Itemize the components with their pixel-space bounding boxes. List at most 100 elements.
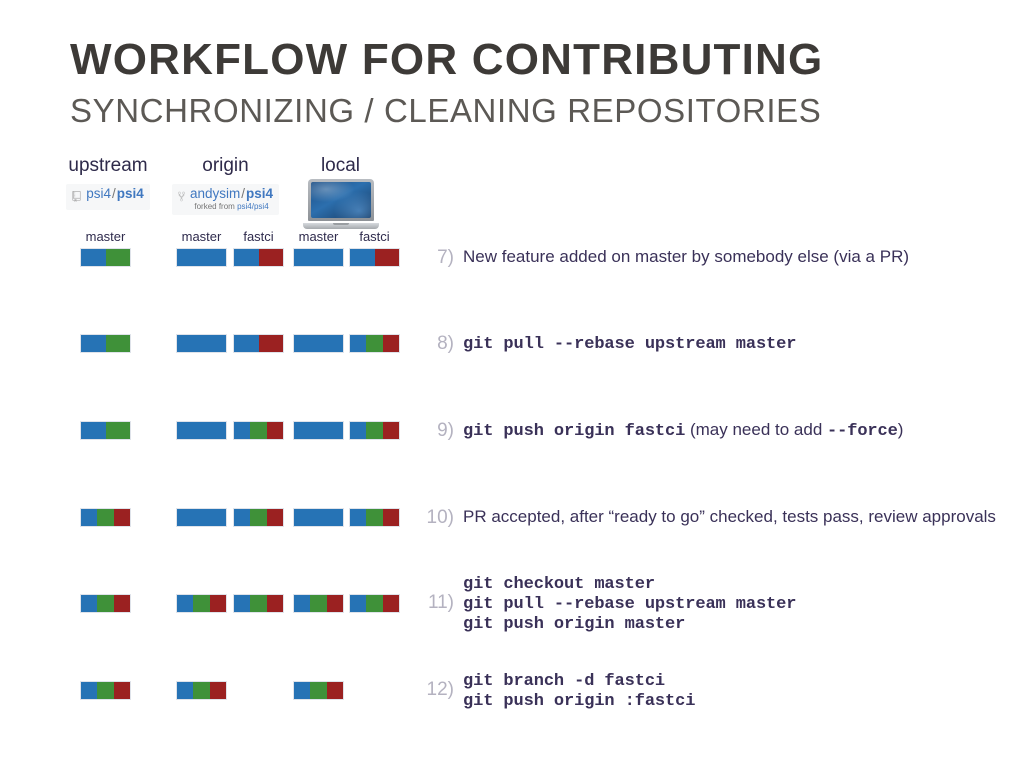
commit-segment-green xyxy=(366,595,383,612)
commit-segment-red xyxy=(258,335,283,352)
commit-segment-green xyxy=(193,595,210,612)
branch-label-upstream-master: master xyxy=(85,229,126,244)
commit-bar-local-master-step-12 xyxy=(293,681,344,700)
badge-forked-from-link[interactable]: psi4/psi4 xyxy=(237,202,269,212)
commit-segment-blue xyxy=(177,335,226,352)
commit-bar-origin-fastci-step-11 xyxy=(233,594,284,613)
git-command-text: git push origin master xyxy=(463,614,686,634)
repo-column-local: local xyxy=(283,156,398,229)
step-text-10: PR accepted, after “ready to go” checked… xyxy=(463,507,996,527)
commit-segment-green xyxy=(105,422,130,439)
step-number-11: 11) xyxy=(427,591,454,613)
commit-segment-green xyxy=(97,595,114,612)
commit-segment-red xyxy=(374,249,399,266)
step-line: PR accepted, after “ready to go” checked… xyxy=(463,507,996,527)
commit-bar-local-fastci-step-10 xyxy=(349,508,400,527)
branch-label-origin-fastci: fastci xyxy=(243,229,274,244)
github-badge-origin[interactable]: andysim/psi4 forked from psi4/psi4 xyxy=(171,184,280,215)
commit-segment-blue xyxy=(294,509,343,526)
page-subtitle: SYNCHRONIZING / CLEANING REPOSITORIES xyxy=(70,92,822,129)
commit-bar-origin-fastci-step-9 xyxy=(233,421,284,440)
commit-segment-green xyxy=(193,682,210,699)
commit-segment-green xyxy=(250,509,267,526)
git-command-text: git branch -d fastci xyxy=(463,671,666,691)
commit-bar-upstream-master-step-9 xyxy=(80,421,131,440)
git-command-text: git checkout master xyxy=(463,574,655,594)
step-line: git push origin fastci (may need to add … xyxy=(463,420,904,441)
commit-segment-blue xyxy=(81,509,98,526)
commit-bar-origin-fastci-step-10 xyxy=(233,508,284,527)
commit-segment-red xyxy=(266,509,283,526)
commit-segment-blue xyxy=(350,249,375,266)
commit-segment-green xyxy=(105,335,130,352)
commit-bar-origin-master-step-7 xyxy=(176,248,227,267)
commit-bar-local-master-step-10 xyxy=(293,508,344,527)
step-line: git push origin :fastci xyxy=(463,690,696,711)
commit-segment-red xyxy=(113,682,130,699)
branch-label-local-master: master xyxy=(298,229,339,244)
repo-column-title-upstream: upstream xyxy=(68,155,148,176)
badge-owner-origin[interactable]: andysim xyxy=(189,186,241,201)
step-number-9: 9) xyxy=(437,419,454,441)
commit-segment-red xyxy=(382,509,399,526)
step-number-10: 10) xyxy=(426,506,454,528)
commit-segment-blue xyxy=(177,682,194,699)
step-number-12: 12) xyxy=(426,678,454,700)
commit-segment-blue xyxy=(350,335,367,352)
commit-segment-blue xyxy=(294,595,311,612)
github-badge-upstream[interactable]: psi4/psi4 xyxy=(66,184,150,210)
badge-separator-origin: / xyxy=(241,186,246,201)
commit-segment-green xyxy=(310,595,327,612)
commit-segment-red xyxy=(209,595,226,612)
commit-segment-blue xyxy=(177,422,226,439)
commit-segment-red xyxy=(382,595,399,612)
commit-segment-blue xyxy=(177,595,194,612)
commit-segment-green xyxy=(366,422,383,439)
commit-segment-blue xyxy=(234,335,259,352)
step-prose-text: (may need to add xyxy=(685,420,828,440)
commit-bar-local-master-step-9 xyxy=(293,421,344,440)
repo-column-origin: origin andysim/psi4 forked from psi4/psi… xyxy=(163,156,288,215)
workflow-step-10: 10) PR accepted, after “ready to go” chec… xyxy=(424,507,996,529)
git-command-text: git push origin :fastci xyxy=(463,691,696,711)
commit-segment-blue xyxy=(177,509,226,526)
commit-segment-red xyxy=(326,595,343,612)
commit-bar-upstream-master-step-8 xyxy=(80,334,131,353)
badge-forked-from-prefix: forked from xyxy=(194,202,235,212)
fork-icon xyxy=(177,189,186,207)
badge-repo-origin[interactable]: psi4 xyxy=(246,186,274,201)
commit-segment-blue xyxy=(294,682,311,699)
commit-segment-red xyxy=(113,509,130,526)
commit-segment-red xyxy=(113,595,130,612)
commit-segment-green xyxy=(366,509,383,526)
laptop-icon xyxy=(302,179,379,229)
step-line: git pull --rebase upstream master xyxy=(463,333,797,355)
workflow-step-7: 7) New feature added on master by somebod… xyxy=(424,247,909,269)
repo-icon xyxy=(71,189,82,207)
commit-bar-local-master-step-8 xyxy=(293,334,344,353)
repo-column-title-local: local xyxy=(320,155,361,176)
step-prose-text: ) xyxy=(897,420,904,440)
commit-bar-origin-master-step-9 xyxy=(176,421,227,440)
commit-segment-blue xyxy=(81,422,106,439)
step-line: New feature added on master by somebody … xyxy=(463,247,909,267)
commit-segment-green xyxy=(105,249,130,266)
step-number-7: 7) xyxy=(437,246,454,268)
commit-segment-blue xyxy=(81,335,106,352)
commit-segment-red xyxy=(266,595,283,612)
commit-segment-red xyxy=(326,682,343,699)
commit-segment-red xyxy=(382,422,399,439)
commit-segment-blue xyxy=(294,422,343,439)
repo-column-title-origin: origin xyxy=(202,155,249,176)
commit-segment-green xyxy=(97,682,114,699)
step-text-9: git push origin fastci (may need to add … xyxy=(463,420,904,441)
badge-owner-upstream[interactable]: psi4 xyxy=(86,186,111,201)
commit-segment-blue xyxy=(234,595,251,612)
commit-bar-origin-fastci-step-8 xyxy=(233,334,284,353)
git-command-text: git pull --rebase upstream master xyxy=(463,335,797,355)
commit-bar-local-fastci-step-7 xyxy=(349,248,400,267)
badge-repo-upstream[interactable]: psi4 xyxy=(116,186,144,201)
